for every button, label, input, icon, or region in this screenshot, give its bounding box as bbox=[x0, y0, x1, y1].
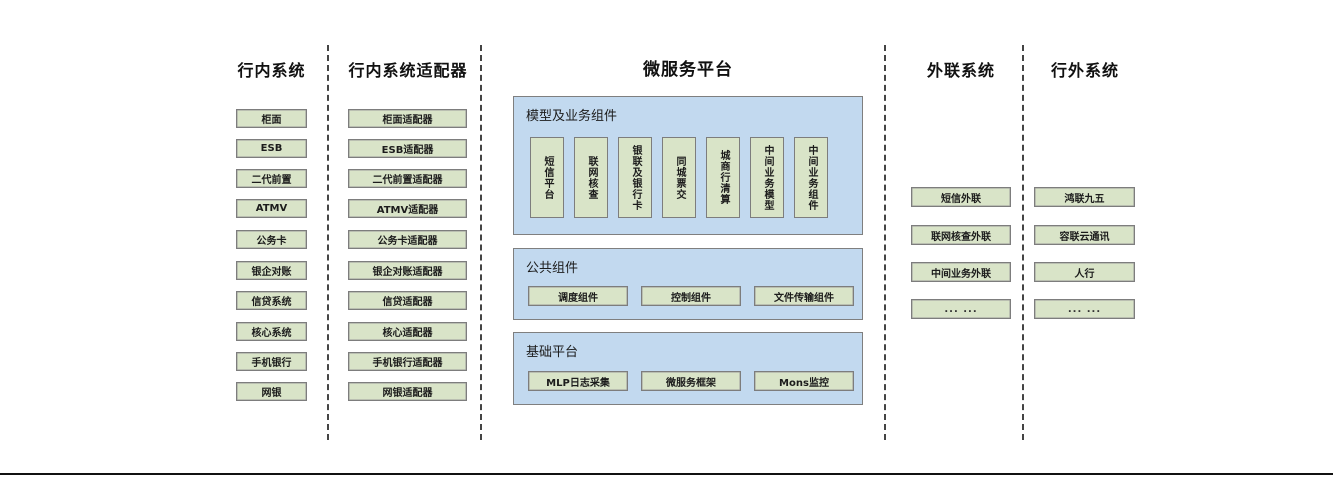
node-internal-system-7[interactable]: 信贷系统 bbox=[236, 291, 307, 310]
node-outside-bank-4[interactable]: ... ... bbox=[1034, 299, 1135, 319]
node-internal-adapter-5[interactable]: 公务卡适配器 bbox=[348, 230, 467, 249]
node-internal-system-8[interactable]: 核心系统 bbox=[236, 322, 307, 341]
panel-label-public-components: 公共组件 bbox=[526, 261, 579, 276]
node-model-component-4[interactable]: 同城票交 bbox=[662, 137, 696, 218]
node-model-component-1-label: 短信平台 bbox=[542, 155, 553, 200]
node-internal-system-4[interactable]: ATMV bbox=[236, 199, 307, 218]
node-public-component-1[interactable]: 调度组件 bbox=[528, 286, 628, 306]
node-basic-platform-3[interactable]: Mons监控 bbox=[754, 371, 854, 391]
node-outside-bank-3[interactable]: 人行 bbox=[1034, 262, 1135, 282]
node-outside-bank-2[interactable]: 容联云通讯 bbox=[1034, 225, 1135, 245]
node-model-component-2-label: 联网核查 bbox=[586, 155, 597, 200]
node-internal-system-9[interactable]: 手机银行 bbox=[236, 352, 307, 371]
node-internal-adapter-8[interactable]: 核心适配器 bbox=[348, 322, 467, 341]
bottom-divider bbox=[0, 473, 1333, 475]
node-internal-adapter-4[interactable]: ATMV适配器 bbox=[348, 199, 467, 218]
node-model-component-7[interactable]: 中间业务组件 bbox=[794, 137, 828, 218]
node-basic-platform-2[interactable]: 微服务框架 bbox=[641, 371, 741, 391]
node-internal-adapter-6[interactable]: 银企对账适配器 bbox=[348, 261, 467, 280]
node-model-component-6[interactable]: 中间业务模型 bbox=[750, 137, 784, 218]
node-internal-adapter-10[interactable]: 网银适配器 bbox=[348, 382, 467, 401]
node-model-component-5-label: 城商行清算 bbox=[718, 150, 729, 205]
node-external-link-4[interactable]: ... ... bbox=[911, 299, 1011, 319]
panel-label-basic-platform: 基础平台 bbox=[526, 345, 579, 360]
node-outside-bank-1[interactable]: 鸿联九五 bbox=[1034, 187, 1135, 207]
node-internal-system-1[interactable]: 柜面 bbox=[236, 109, 307, 128]
node-internal-adapter-3[interactable]: 二代前置适配器 bbox=[348, 169, 467, 188]
column-title-outside-bank-systems: 行外系统 bbox=[1050, 61, 1119, 80]
node-basic-platform-1[interactable]: MLP日志采集 bbox=[528, 371, 628, 391]
node-model-component-6-label: 中间业务模型 bbox=[762, 144, 773, 211]
node-model-component-2[interactable]: 联网核查 bbox=[574, 137, 608, 218]
node-model-component-4-label: 同城票交 bbox=[674, 155, 685, 200]
node-internal-system-6[interactable]: 银企对账 bbox=[236, 261, 307, 280]
column-title-internal-system-adapters: 行内系统适配器 bbox=[348, 61, 468, 80]
node-model-component-7-label: 中间业务组件 bbox=[806, 144, 817, 211]
node-internal-system-2[interactable]: ESB bbox=[236, 139, 307, 158]
node-public-component-2[interactable]: 控制组件 bbox=[641, 286, 741, 306]
panel-public-components: 公共组件 bbox=[513, 248, 863, 320]
node-external-link-1[interactable]: 短信外联 bbox=[911, 187, 1011, 207]
node-model-component-3-label: 银联及银行卡 bbox=[630, 144, 641, 211]
node-external-link-2[interactable]: 联网核查外联 bbox=[911, 225, 1011, 245]
node-model-component-5[interactable]: 城商行清算 bbox=[706, 137, 740, 218]
column-separator-2 bbox=[480, 45, 482, 440]
column-title-microservice-platform: 微服务平台 bbox=[643, 60, 733, 80]
column-title-external-link-systems: 外联系统 bbox=[926, 61, 995, 80]
node-internal-adapter-9[interactable]: 手机银行适配器 bbox=[348, 352, 467, 371]
column-separator-1 bbox=[327, 45, 329, 440]
node-internal-system-5[interactable]: 公务卡 bbox=[236, 230, 307, 249]
column-title-internal-systems: 行内系统 bbox=[237, 61, 306, 80]
node-model-component-3[interactable]: 银联及银行卡 bbox=[618, 137, 652, 218]
node-internal-adapter-2[interactable]: ESB适配器 bbox=[348, 139, 467, 158]
node-external-link-3[interactable]: 中间业务外联 bbox=[911, 262, 1011, 282]
panel-basic-platform: 基础平台 bbox=[513, 332, 863, 405]
node-internal-adapter-1[interactable]: 柜面适配器 bbox=[348, 109, 467, 128]
node-public-component-3[interactable]: 文件传输组件 bbox=[754, 286, 854, 306]
node-model-component-1[interactable]: 短信平台 bbox=[530, 137, 564, 218]
node-internal-system-10[interactable]: 网银 bbox=[236, 382, 307, 401]
node-internal-system-3[interactable]: 二代前置 bbox=[236, 169, 307, 188]
column-separator-3 bbox=[884, 45, 886, 440]
node-internal-adapter-7[interactable]: 信贷适配器 bbox=[348, 291, 467, 310]
column-separator-4 bbox=[1022, 45, 1024, 440]
panel-label-model-business-components: 模型及业务组件 bbox=[526, 109, 618, 124]
